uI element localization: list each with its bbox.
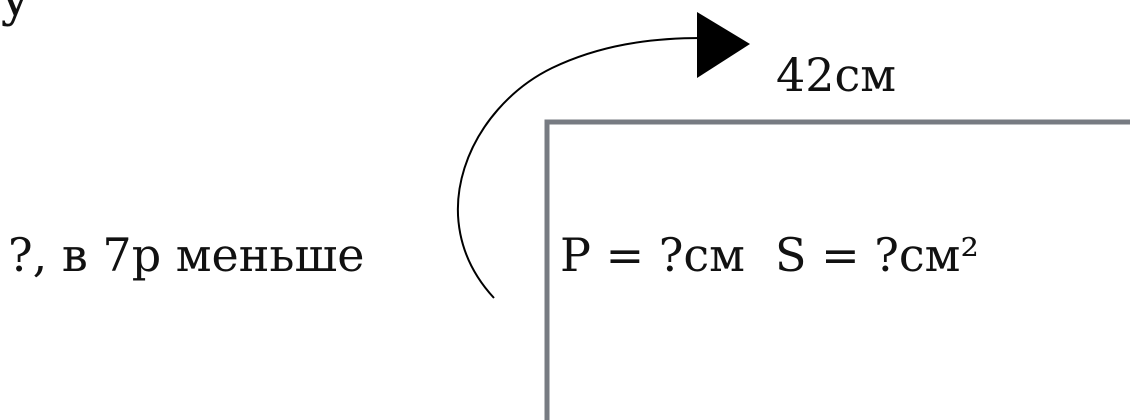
top-side-length-label: 42см bbox=[776, 48, 897, 102]
rectangle-outline bbox=[544, 119, 1130, 420]
perimeter-label: P = ?см bbox=[560, 228, 745, 282]
area-label: S = ?см² bbox=[774, 228, 979, 282]
curved-arrow-line bbox=[456, 37, 703, 299]
left-side-length-label: ?, в 7р меньше bbox=[8, 228, 365, 282]
top-partial-text: у bbox=[0, 0, 31, 24]
arrow-head-icon bbox=[697, 12, 750, 78]
